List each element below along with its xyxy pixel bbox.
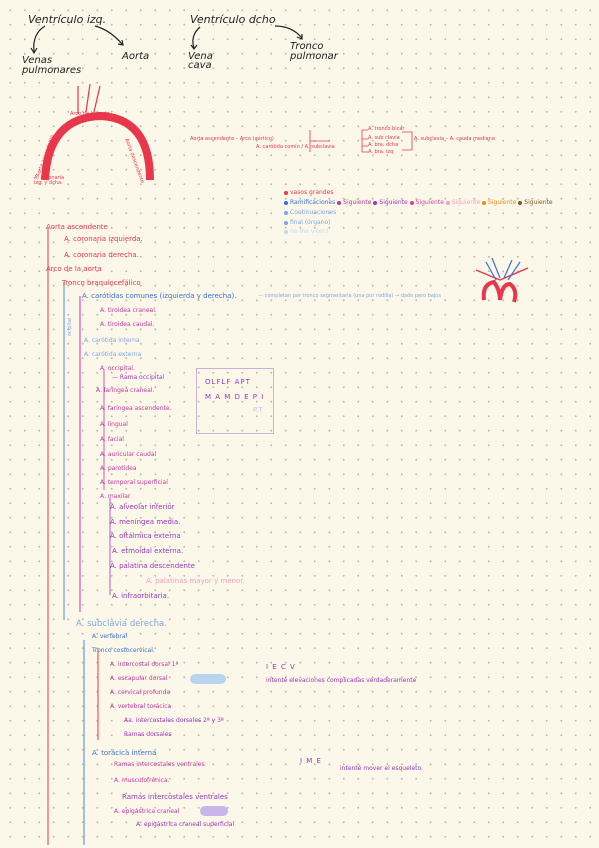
flow-branch-4: A. bra. izq	[368, 149, 394, 155]
palatina-descendente: A. palatina descendente	[110, 562, 195, 570]
infraorbitaria: A. infraorbitaria.	[112, 592, 170, 600]
venas-pulmonares-label: Venas pulmonares	[22, 55, 82, 76]
tronco-braquiocefalico: Tronco braquiocefálico	[62, 279, 141, 287]
legend-no-me-vi: no me vi(en)	[284, 229, 328, 235]
flow-diagram	[309, 129, 413, 153]
arch-top-label: Arco de la aorta	[70, 111, 110, 117]
carotida-interna: A. carótida interna	[84, 337, 140, 344]
legend-item: Siguiente	[373, 199, 408, 206]
carotida-externa: A. carótida externa	[84, 351, 142, 358]
vertebral: A. vertebral	[92, 633, 128, 640]
legend-item: Siguiente	[337, 199, 371, 206]
epigastrica-craneal: A. epigástrica craneal	[114, 808, 180, 815]
tronco-pulmonar-label: Tronco pulmonar	[290, 41, 338, 62]
legend-row: Ramificaciones Siguiente Siguiente Sigui…	[284, 200, 553, 206]
arrow-icon	[192, 26, 201, 49]
tiroidea-craneal: A. tiroidea craneal.	[100, 307, 157, 314]
alveolar-inferior: A. alveolar inferior	[110, 503, 175, 511]
meningea-media: A. meníngea media.	[110, 518, 181, 526]
coronaria-izq: A. coronaria izquierda.	[64, 235, 143, 243]
legend-item: vasos grandes	[284, 190, 333, 196]
side-note-left: ocipital	[67, 317, 73, 336]
legend-item: Siguiente	[518, 199, 553, 206]
mnemonic-box: OLFLF APT M A M D E P I P.T	[196, 368, 274, 434]
note-ime-text: intenté mover el esqueleto.	[340, 765, 423, 772]
lingual: A. lingual	[100, 421, 128, 428]
flow-end: A. subclavia – A. cauda mediana	[414, 136, 495, 142]
legend-item: Siguiente	[482, 199, 516, 206]
flow-branch-1: A. tronco bicar	[368, 126, 405, 132]
laringea-craneal: A. laríngea craneal.	[96, 387, 155, 394]
legend-item: Ramificaciones	[284, 199, 335, 206]
vena-cava-label: Vena cava	[188, 51, 213, 71]
flow-sub: A. carótida comín / A. subclavia	[256, 144, 335, 150]
arrow-icon	[274, 25, 303, 39]
arrow-icon	[33, 25, 46, 53]
intercostales-dorsales: Aa. intercostales dorsales 2ª y 3ª	[124, 717, 224, 724]
parotidea: A. parotídea	[100, 465, 137, 472]
arch-bottom-left-label: A. coronaria izq. y dcha.	[34, 175, 65, 186]
tiroidea-caudal: A. tiroidea caudal.	[100, 321, 155, 328]
musculofrenica: A. musculofrénica.	[114, 777, 170, 784]
faringea-ascendente: A. faríngea ascendente.	[100, 405, 172, 412]
note-ieci-text: intenté elevaciones complicadas verdader…	[266, 677, 417, 684]
legend-item: Siguiente	[409, 199, 444, 206]
toracica-interna: A. torácica interna	[92, 749, 157, 757]
legend-continuaciones: Continuaciones	[284, 210, 336, 216]
heart-icon	[475, 257, 529, 303]
note-ieci: I E C V	[266, 663, 296, 671]
mnemonic-line-3: P.T	[253, 406, 263, 414]
arrow-icon	[94, 25, 123, 45]
mnemonic-line-2: M A M D E P I	[205, 393, 265, 401]
temporal-superficial: A. temporal superficial	[100, 479, 168, 486]
note-ime: I M E	[300, 757, 322, 765]
etmoidal-externa: A. etmoidal externa.	[112, 547, 184, 555]
vertebral-toracica: A. vertebral torácica	[110, 703, 172, 710]
carotidas-comunes: A. carótidas comunes (izquierda y derech…	[82, 292, 237, 300]
legend-final: final (órgano)	[284, 220, 331, 226]
flow-start: Aorta ascendente – Arco (aórtico)	[190, 136, 274, 142]
flow-branch-3: A. bra. dcha	[368, 142, 399, 148]
carotidas-note: — completan por tronco segmentaria (una …	[258, 293, 441, 299]
tronco-costocervical: Tronco costocervical.	[92, 647, 155, 654]
intercostal-dorsal: A. intercostal dorsal 1ª	[110, 661, 179, 668]
epigastrica-superficial: A. epigástrica craneal superficial	[136, 821, 235, 828]
auricular-caudal: A. auricular caudal	[100, 451, 157, 458]
ramas-intercostales-1: Ramas intercostales ventrales	[114, 761, 205, 768]
highlight-blob	[200, 806, 228, 816]
ventriculo-dcho-label: Ventrículo dcho	[190, 13, 276, 26]
facial: A. facial	[100, 436, 124, 443]
ramas-intercostales-2: Ramas intercostales ventrales	[122, 793, 228, 801]
escapular-dorsal: A. escapular dorsal	[110, 675, 168, 682]
mnemonic-line-1: OLFLF APT	[205, 378, 251, 386]
flow-branch-2: A. sub clavia	[368, 135, 400, 141]
palatinas-mayor-menor: A. palatinas mayor y menor.	[146, 577, 245, 585]
oftalmica-externa: A. oftálmica externa	[110, 532, 181, 540]
aortic-arch-drawing	[41, 83, 154, 181]
legend-dot	[284, 190, 288, 195]
ventriculo-izq-label: Ventrículo izq.	[28, 13, 107, 26]
legend-item: Siguiente	[445, 199, 480, 206]
aorta-label: Aorta	[122, 51, 150, 62]
ramas-dorsales: Ramas dorsales	[124, 731, 172, 738]
occipital: A. occipital.	[100, 365, 135, 372]
aorta-ascendente: Aorta ascendente	[46, 223, 108, 231]
highlight-blob	[190, 674, 226, 684]
maxilar: A. maxilar	[100, 493, 131, 500]
coronaria-dcha: A. coronaria derecha.	[64, 251, 139, 259]
cervical-profunda: A. cervical profunda	[110, 689, 171, 696]
arco-aorta: Arco de la aorta	[46, 265, 102, 273]
subclavia-derecha: A. subclavia derecha.	[76, 619, 167, 629]
rama-occipital: — Rama occipital	[112, 374, 165, 381]
